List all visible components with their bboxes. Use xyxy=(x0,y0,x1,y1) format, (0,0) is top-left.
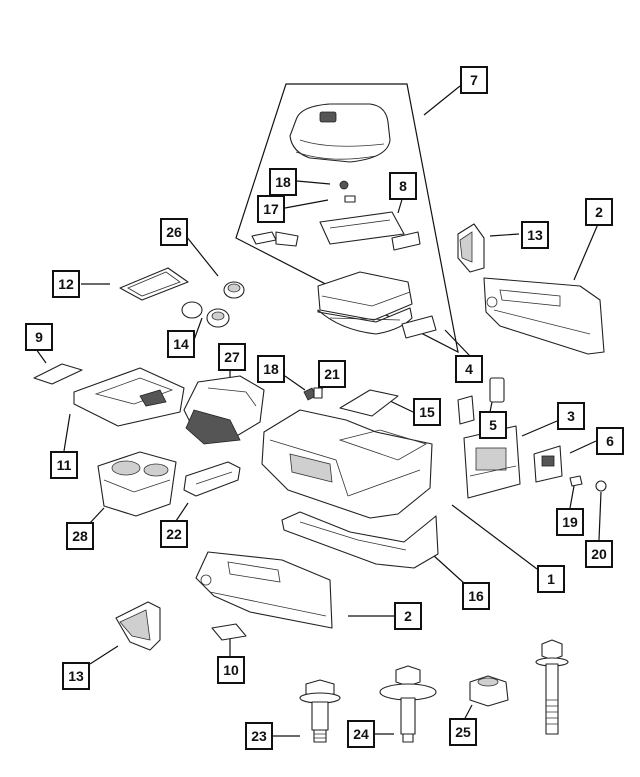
callout-17[interactable]: 17 xyxy=(257,195,285,223)
left-side-panel xyxy=(195,551,333,629)
callout-15[interactable]: 15 xyxy=(413,398,441,426)
callout-label: 23 xyxy=(251,728,267,744)
callout-label: 28 xyxy=(72,528,88,544)
cup-holder-tray xyxy=(97,451,177,517)
shifter-bezel xyxy=(73,367,185,427)
callout-28[interactable]: 28 xyxy=(66,522,94,550)
callout-label: 2 xyxy=(404,608,412,624)
callout-14[interactable]: 14 xyxy=(167,330,195,358)
base-bracket xyxy=(281,511,439,569)
callout-6[interactable]: 6 xyxy=(596,427,624,455)
callout-label: 9 xyxy=(35,329,43,345)
callout-16[interactable]: 16 xyxy=(462,582,490,610)
callout-4[interactable]: 4 xyxy=(455,355,483,383)
bolt-23 xyxy=(299,679,341,743)
callout-label: 13 xyxy=(527,227,543,243)
right-side-panel xyxy=(483,277,605,355)
front-panel xyxy=(463,425,521,499)
callout-7[interactable]: 7 xyxy=(460,66,488,94)
callout-label: 21 xyxy=(324,366,340,382)
callout-label: 7 xyxy=(470,72,478,88)
callout-24[interactable]: 24 xyxy=(347,720,375,748)
callout-label: 20 xyxy=(591,546,607,562)
callout-label: 2 xyxy=(595,204,603,220)
callout-label: 5 xyxy=(489,417,497,433)
callout-label: 8 xyxy=(399,178,407,194)
callout-label: 26 xyxy=(166,224,182,240)
callout-18[interactable]: 18 xyxy=(269,168,297,196)
callout-3[interactable]: 3 xyxy=(557,402,585,430)
callout-1[interactable]: 1 xyxy=(537,565,565,593)
callout-label: 12 xyxy=(58,276,74,292)
callout-19[interactable]: 19 xyxy=(556,508,584,536)
callout-label: 16 xyxy=(468,588,484,604)
callout-label: 4 xyxy=(465,361,473,377)
callout-12[interactable]: 12 xyxy=(52,270,80,298)
callout-23[interactable]: 23 xyxy=(245,722,273,750)
callout-label: 22 xyxy=(166,526,182,542)
callout-13-top[interactable]: 13 xyxy=(521,221,549,249)
callout-label: 24 xyxy=(353,726,369,742)
callout-13-bottom[interactable]: 13 xyxy=(62,662,90,690)
callout-label: 13 xyxy=(68,668,84,684)
bolt-24 xyxy=(379,665,437,743)
callout-25[interactable]: 25 xyxy=(449,718,477,746)
callout-8[interactable]: 8 xyxy=(389,172,417,200)
callout-label: 17 xyxy=(263,201,279,217)
callout-9[interactable]: 9 xyxy=(25,323,53,351)
callout-label: 14 xyxy=(173,336,189,352)
armrest-lid xyxy=(289,103,391,163)
callout-label: 11 xyxy=(56,457,72,473)
callout-label: 3 xyxy=(567,408,575,424)
callout-11[interactable]: 11 xyxy=(50,451,78,479)
callout-label: 10 xyxy=(223,662,239,678)
callout-label: 27 xyxy=(224,349,240,365)
callout-2-bottom[interactable]: 2 xyxy=(394,602,422,630)
callout-20[interactable]: 20 xyxy=(585,540,613,568)
callout-label: 6 xyxy=(606,433,614,449)
callout-label: 19 xyxy=(562,514,578,530)
callout-label: 1 xyxy=(547,571,555,587)
callout-21[interactable]: 21 xyxy=(318,360,346,388)
console-body xyxy=(261,409,433,519)
callout-18-mid[interactable]: 18 xyxy=(257,355,285,383)
callout-22[interactable]: 22 xyxy=(160,520,188,548)
callout-27[interactable]: 27 xyxy=(218,343,246,371)
callout-26[interactable]: 26 xyxy=(160,218,188,246)
callout-10[interactable]: 10 xyxy=(217,656,245,684)
callout-label: 18 xyxy=(275,174,291,190)
callout-label: 15 xyxy=(419,404,435,420)
callout-2-top[interactable]: 2 xyxy=(585,198,613,226)
callout-label: 25 xyxy=(455,724,471,740)
callout-label: 18 xyxy=(263,361,279,377)
shifter-assembly xyxy=(183,375,265,445)
storage-tray xyxy=(317,271,413,335)
callout-5[interactable]: 5 xyxy=(479,411,507,439)
nut-25 xyxy=(469,675,509,707)
stud-bolt xyxy=(535,639,569,735)
